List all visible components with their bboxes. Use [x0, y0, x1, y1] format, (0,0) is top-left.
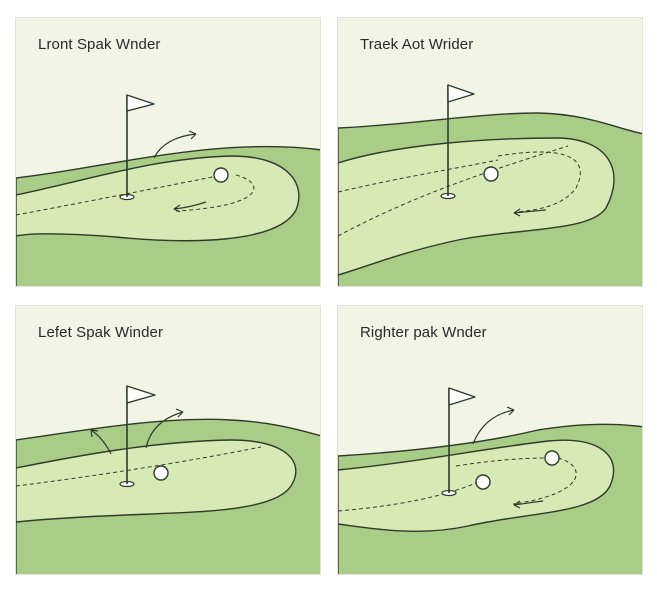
break-path: [175, 174, 255, 212]
arrow-head: [90, 429, 99, 438]
panel-righter-pak-wnder: Righter pak Wnder: [337, 305, 643, 575]
panel-title: Lront Spak Wnder: [38, 36, 161, 53]
green-illustration: [16, 385, 320, 574]
flag-icon: [448, 387, 476, 406]
panel-left-spak-winder: Lefet Spak Winder: [15, 305, 321, 575]
panel-title: Righter pak Wnder: [360, 324, 487, 341]
break-path: [512, 457, 577, 505]
putt-line: [455, 457, 547, 467]
golf-ball: [544, 450, 560, 466]
panel-track-aot-wrider: Traek Aot Wrider: [337, 17, 643, 287]
golf-ball: [475, 474, 491, 490]
arrow-head: [513, 208, 521, 217]
putting-green: [16, 439, 297, 523]
panel-title: Lefet Spak Winder: [38, 324, 164, 341]
golf-ball: [483, 166, 499, 182]
direction-arrow: [513, 500, 544, 506]
putting-green: [16, 155, 300, 242]
curved-arrow: [90, 429, 112, 455]
putt-line: [16, 173, 229, 216]
direction-arrow: [173, 201, 207, 210]
green-illustration: [338, 84, 642, 286]
panel-front-spak-wnder: Lront Spak Wnder: [15, 17, 321, 287]
golf-ball: [213, 167, 229, 183]
green-illustration: [16, 94, 320, 286]
arrow-head: [175, 408, 184, 418]
arrow-head: [173, 204, 181, 213]
curved-arrow: [153, 133, 197, 159]
direction-arrow: [513, 209, 547, 214]
putt-line: [16, 446, 262, 487]
flag-icon: [447, 84, 475, 103]
putting-green: [338, 439, 615, 532]
flag-icon: [126, 385, 156, 404]
curved-arrow: [472, 409, 515, 445]
flag-icon: [126, 94, 155, 112]
golf-ball: [153, 465, 169, 481]
putt-line: [338, 479, 484, 512]
panel-title: Traek Aot Wrider: [360, 36, 474, 53]
putt-line: [338, 159, 499, 193]
arrow-head: [513, 500, 521, 509]
green-illustration: [338, 387, 642, 574]
curved-arrow: [145, 411, 184, 449]
arrow-head: [506, 406, 515, 416]
putting-green: [338, 137, 615, 276]
arrow-head: [188, 130, 197, 140]
putt-line: [338, 145, 569, 237]
